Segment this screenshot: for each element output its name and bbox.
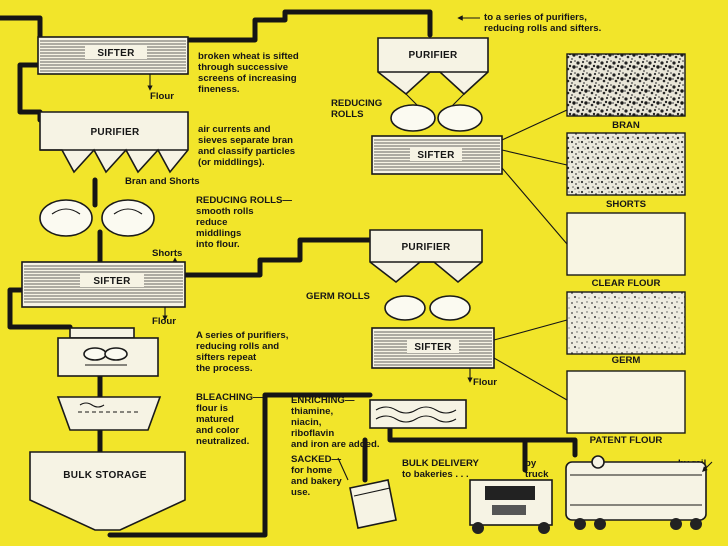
- svg-text:BULK DELIVERY: BULK DELIVERY: [402, 458, 480, 469]
- svg-text:into flour.: into flour.: [196, 239, 240, 250]
- svg-text:for home: for home: [291, 465, 332, 476]
- sifter-top-label: SIFTER: [417, 150, 455, 161]
- sample-shorts: SHORTS: [566, 132, 686, 210]
- svg-text:and iron are added.: and iron are added.: [291, 439, 380, 450]
- purifier-top: PURIFIER: [377, 37, 489, 109]
- svg-text:SACKED—: SACKED—: [291, 454, 342, 465]
- bleaching-description: BLEACHING— flour is matured and color ne…: [196, 392, 263, 447]
- svg-text:REDUCING ROLLS—: REDUCING ROLLS—: [196, 195, 292, 206]
- svg-text:the process.: the process.: [196, 363, 253, 374]
- svg-text:ROLLS: ROLLS: [331, 109, 364, 120]
- svg-text:middlings: middlings: [196, 228, 241, 239]
- sifter-2: Shorts SIFTER Flour: [21, 248, 186, 327]
- sifter-2-output-bottom: Flour: [152, 316, 176, 327]
- sample-bran: BRAN: [566, 53, 686, 131]
- svg-text:through successive: through successive: [198, 62, 288, 73]
- svg-text:matured: matured: [196, 414, 234, 425]
- sacked: SACKED— for home and bakery use.: [291, 454, 397, 529]
- svg-text:SHORTS: SHORTS: [606, 199, 647, 210]
- svg-text:neutralized.: neutralized.: [196, 436, 249, 447]
- sifter-1-output: Flour: [150, 91, 174, 102]
- flow-pipes: [0, 9, 578, 538]
- svg-text:BRAN: BRAN: [612, 120, 640, 131]
- svg-text:to bakeries . . .: to bakeries . . .: [402, 469, 469, 480]
- svg-text:fineness.: fineness.: [198, 84, 240, 95]
- svg-text:niacin,: niacin,: [291, 417, 322, 428]
- svg-text:sieves separate bran: sieves separate bran: [198, 135, 293, 146]
- purifier-1-output: Bran and Shorts: [125, 176, 200, 187]
- svg-text:by: by: [525, 458, 537, 469]
- sample-patent-flour: PATENT FLOUR: [566, 370, 686, 446]
- svg-text:reducing rolls and sifters.: reducing rolls and sifters.: [484, 23, 601, 34]
- svg-text:GERM: GERM: [612, 355, 641, 366]
- svg-text:sifters repeat: sifters repeat: [196, 352, 257, 363]
- svg-text:air currents and: air currents and: [198, 124, 271, 135]
- sifter-2-output-top: Shorts: [152, 248, 182, 259]
- svg-text:reduce: reduce: [196, 217, 227, 228]
- reducing-rolls-1-description: REDUCING ROLLS— smooth rolls reduce midd…: [196, 195, 292, 250]
- sifter-2-label: SIFTER: [93, 276, 131, 287]
- repeat-unit: [57, 327, 159, 377]
- svg-text:truck: truck: [525, 469, 549, 480]
- sifter-mid: SIFTER Flour: [371, 327, 497, 388]
- bleaching-tank: [56, 396, 162, 431]
- bulk-storage-label: BULK STORAGE: [63, 470, 146, 481]
- germ-rolls: GERM ROLLS: [306, 291, 471, 321]
- svg-text:use.: use.: [291, 487, 310, 498]
- svg-text:and bakery: and bakery: [291, 476, 342, 487]
- svg-text:and color: and color: [196, 425, 239, 436]
- purifier-top-label: PURIFIER: [408, 50, 458, 61]
- sifter-mid-label: SIFTER: [414, 342, 452, 353]
- enriching-description: ENRICHING— thiamine, niacin, riboflavin …: [291, 395, 380, 450]
- reducing-rolls-1: [39, 199, 155, 237]
- sample-germ: GERM: [566, 291, 686, 366]
- top-note: to a series of purifiers, reducing rolls…: [457, 12, 601, 34]
- svg-text:ENRICHING—: ENRICHING—: [291, 395, 355, 406]
- purifier-1-label: PURIFIER: [90, 127, 140, 138]
- repeat-unit-description: A series of purifiers, reducing rolls an…: [196, 330, 289, 374]
- svg-text:BLEACHING—: BLEACHING—: [196, 392, 263, 403]
- purifier-mid: PURIFIER: [369, 229, 483, 284]
- svg-text:and classify particles: and classify particles: [198, 146, 295, 157]
- sample-leaders: [493, 109, 568, 401]
- svg-text:reducing rolls and: reducing rolls and: [196, 341, 279, 352]
- sample-clear-flour: CLEAR FLOUR: [566, 212, 686, 289]
- svg-text:REDUCING: REDUCING: [331, 98, 382, 109]
- rail-tanker-icon: [565, 455, 707, 530]
- svg-text:(or middlings).: (or middlings).: [198, 157, 265, 168]
- sifter-1-description: broken wheat is sifted through successiv…: [198, 51, 299, 95]
- svg-text:PATENT FLOUR: PATENT FLOUR: [590, 435, 663, 446]
- sifter-1: SIFTER Flour: [37, 36, 189, 102]
- svg-text:to a series of purifiers,: to a series of purifiers,: [484, 12, 587, 23]
- truck-icon: [469, 479, 553, 534]
- svg-text:smooth rolls: smooth rolls: [196, 206, 254, 217]
- svg-text:broken wheat is sifted: broken wheat is sifted: [198, 51, 299, 62]
- sifter-top: SIFTER: [371, 135, 503, 175]
- svg-text:flour is: flour is: [196, 403, 228, 414]
- purifier-1-description: air currents and sieves separate bran an…: [198, 124, 295, 168]
- enriching-unit: [369, 399, 467, 429]
- sifter-mid-output: Flour: [473, 377, 497, 388]
- purifier-mid-label: PURIFIER: [401, 242, 451, 253]
- germ-rolls-label: GERM ROLLS: [306, 291, 371, 302]
- bulk-storage: BULK STORAGE: [29, 451, 186, 531]
- purifier-1: PURIFIER Bran and Shorts: [39, 111, 200, 187]
- svg-text:CLEAR FLOUR: CLEAR FLOUR: [592, 278, 661, 289]
- svg-text:riboflavin: riboflavin: [291, 428, 334, 439]
- svg-text:thiamine,: thiamine,: [291, 406, 333, 417]
- reducing-rolls-top: REDUCING ROLLS: [331, 98, 483, 132]
- svg-text:screens of increasing: screens of increasing: [198, 73, 297, 84]
- sifter-1-label: SIFTER: [97, 48, 135, 59]
- svg-text:A series of purifiers,: A series of purifiers,: [196, 330, 289, 341]
